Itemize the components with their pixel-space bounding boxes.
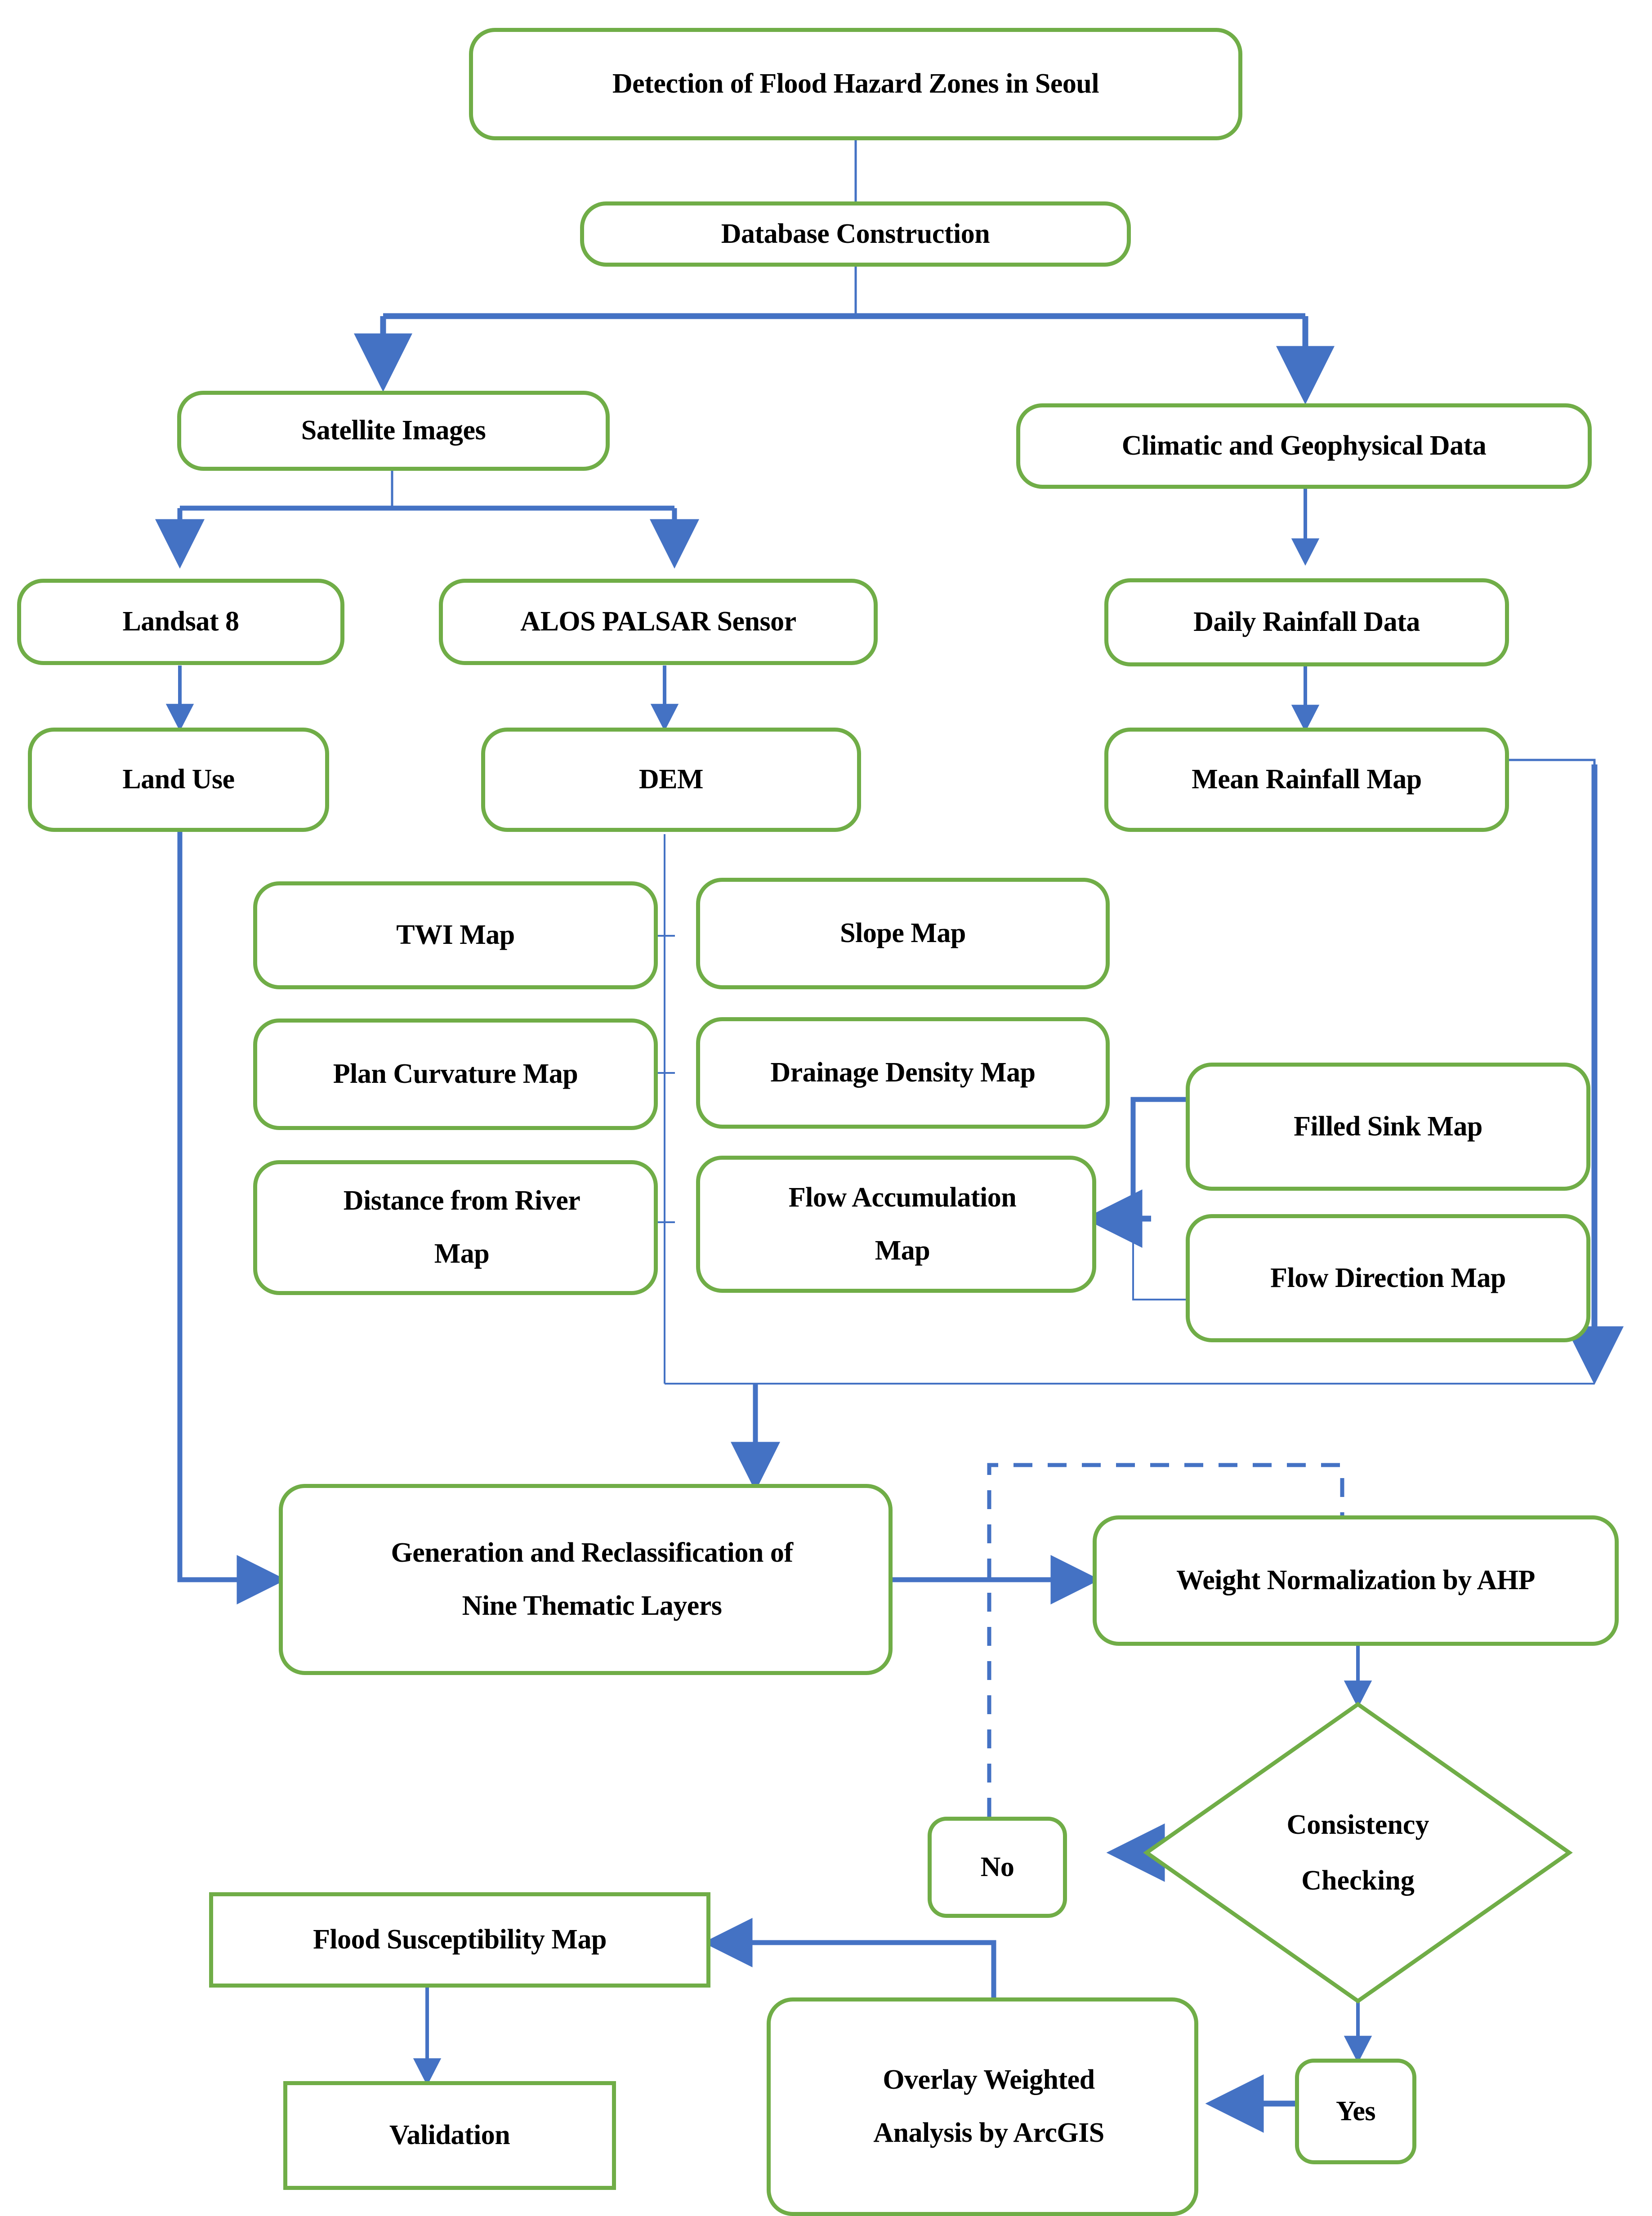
node-drainage-density-map-label: Drainage Density Map [770, 1057, 1036, 1088]
node-flood-susceptibility-map-label: Flood Susceptibility Map [313, 1924, 607, 1955]
node-plan-curvature-map-label: Plan Curvature Map [333, 1059, 578, 1090]
edge-filledsink-flowaccum [1130, 1097, 1186, 1219]
node-climatic-geophysical-data-label: Climatic and Geophysical Data [1121, 430, 1487, 461]
node-generation-reclassification[interactable]: Generation and Reclassification of Nine … [279, 1484, 893, 1675]
node-twi-map[interactable]: TWI Map [253, 881, 658, 989]
node-weight-normalization-ahp-label: Weight Normalization by AHP [1176, 1565, 1535, 1596]
node-satellite-images[interactable]: Satellite Images [177, 391, 610, 471]
node-flow-direction-map[interactable]: Flow Direction Map [1186, 1214, 1590, 1342]
edge-landuse-left-rail [177, 831, 286, 1604]
consistency-checking-label-group: Consistency Checking [1223, 1781, 1493, 1925]
node-filled-sink-map-label: Filled Sink Map [1294, 1111, 1482, 1142]
node-landsat-8-label: Landsat 8 [122, 606, 239, 637]
edge-no-weight-dashed [987, 1463, 1344, 1817]
node-no-label: No [980, 1851, 1014, 1882]
consistency-checking-label-line2: Checking [1301, 1865, 1415, 1896]
node-distance-from-river-map-label-line1: Distance from River [343, 1185, 580, 1216]
node-validation-label: Validation [389, 2120, 510, 2151]
edge-overlay-floodmap [703, 1918, 996, 1997]
node-climatic-geophysical-data[interactable]: Climatic and Geophysical Data [1016, 403, 1592, 489]
node-title-label: Detection of Flood Hazard Zones in Seoul [612, 68, 1099, 99]
node-filled-sink-map[interactable]: Filled Sink Map [1186, 1063, 1590, 1191]
node-generation-reclassification-label-line2: Nine Thematic Layers [462, 1590, 722, 1621]
node-weight-normalization-ahp[interactable]: Weight Normalization by AHP [1093, 1515, 1619, 1646]
consistency-checking-label-line1: Consistency [1286, 1809, 1429, 1840]
node-daily-rainfall-data-label: Daily Rainfall Data [1193, 607, 1420, 638]
node-overlay-weighted-analysis[interactable]: Overlay Weighted Analysis by ArcGIS [767, 1997, 1198, 2216]
node-twi-map-label: TWI Map [396, 920, 515, 951]
node-slope-map[interactable]: Slope Map [696, 878, 1110, 989]
node-land-use[interactable]: Land Use [28, 728, 329, 832]
node-yes-label: Yes [1335, 2095, 1376, 2127]
node-flow-accumulation-map[interactable]: Flow Accumulation Map [696, 1156, 1096, 1293]
node-flow-direction-map-label: Flow Direction Map [1270, 1262, 1506, 1293]
node-distance-from-river-map[interactable]: Distance from River Map [253, 1160, 658, 1295]
node-mean-rainfall-map[interactable]: Mean Rainfall Map [1104, 728, 1509, 832]
node-overlay-weighted-analysis-label-line1: Overlay Weighted [883, 2064, 1095, 2095]
consistency-diamond[interactable] [1143, 1702, 1573, 2004]
node-database-construction[interactable]: Database Construction [580, 201, 1131, 267]
node-database-construction-label: Database Construction [721, 218, 990, 249]
node-distance-from-river-map-label-line2: Map [434, 1238, 490, 1269]
node-dem-label: DEM [638, 764, 704, 795]
node-title[interactable]: Detection of Flood Hazard Zones in Seoul [469, 28, 1242, 140]
node-yes[interactable]: Yes [1295, 2059, 1416, 2164]
node-drainage-density-map[interactable]: Drainage Density Map [696, 1017, 1110, 1129]
node-daily-rainfall-data[interactable]: Daily Rainfall Data [1104, 578, 1509, 666]
node-plan-curvature-map[interactable]: Plan Curvature Map [253, 1019, 658, 1130]
node-alos-palsar-sensor-label: ALOS PALSAR Sensor [520, 606, 796, 637]
node-validation[interactable]: Validation [283, 2081, 616, 2190]
node-flood-susceptibility-map[interactable]: Flood Susceptibility Map [209, 1892, 710, 1988]
node-overlay-weighted-analysis-label-line2: Analysis by ArcGIS [873, 2118, 1104, 2148]
node-slope-map-label: Slope Map [840, 918, 966, 949]
node-alos-palsar-sensor[interactable]: ALOS PALSAR Sensor [439, 579, 878, 665]
node-landsat-8[interactable]: Landsat 8 [17, 579, 344, 665]
node-flow-accumulation-map-label-line1: Flow Accumulation [788, 1182, 1017, 1213]
node-no[interactable]: No [928, 1817, 1067, 1918]
node-generation-reclassification-label-line1: Generation and Reclassification of [391, 1537, 794, 1568]
node-mean-rainfall-map-label: Mean Rainfall Map [1192, 764, 1422, 795]
node-dem[interactable]: DEM [481, 728, 861, 832]
node-flow-accumulation-map-label-line2: Map [875, 1235, 930, 1266]
node-land-use-label: Land Use [122, 764, 235, 795]
node-satellite-images-label: Satellite Images [301, 415, 486, 446]
